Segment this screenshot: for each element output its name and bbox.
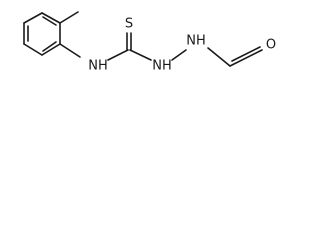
ring-bond [41, 43, 61, 56]
nh-left-label: NH [152, 59, 172, 74]
ring-double-bond [42, 16, 57, 26]
nh-right-label: NH [186, 34, 206, 49]
methyl-bond [59, 11, 79, 24]
n-c-formyl-bond [207, 47, 231, 67]
c-n-bond [129, 49, 152, 61]
ring-double-bond [42, 41, 57, 52]
ring-bond [41, 12, 61, 24]
n-n-bond [171, 49, 187, 61]
benzene-ring [23, 12, 61, 56]
oxygen-label: O [266, 38, 276, 53]
ring-bond [23, 12, 43, 24]
nh-aryl-label: NH [88, 59, 108, 74]
n-c-bond [107, 49, 129, 61]
ring-bond [23, 43, 43, 56]
carbonyl-bond [231, 46, 261, 62]
aryl-n-bond [59, 43, 81, 58]
chemical-structure-diagram: NH S NH NH O [23, 11, 276, 74]
sulfur-label: S [125, 17, 133, 32]
carbonyl-bond [229, 49, 263, 67]
